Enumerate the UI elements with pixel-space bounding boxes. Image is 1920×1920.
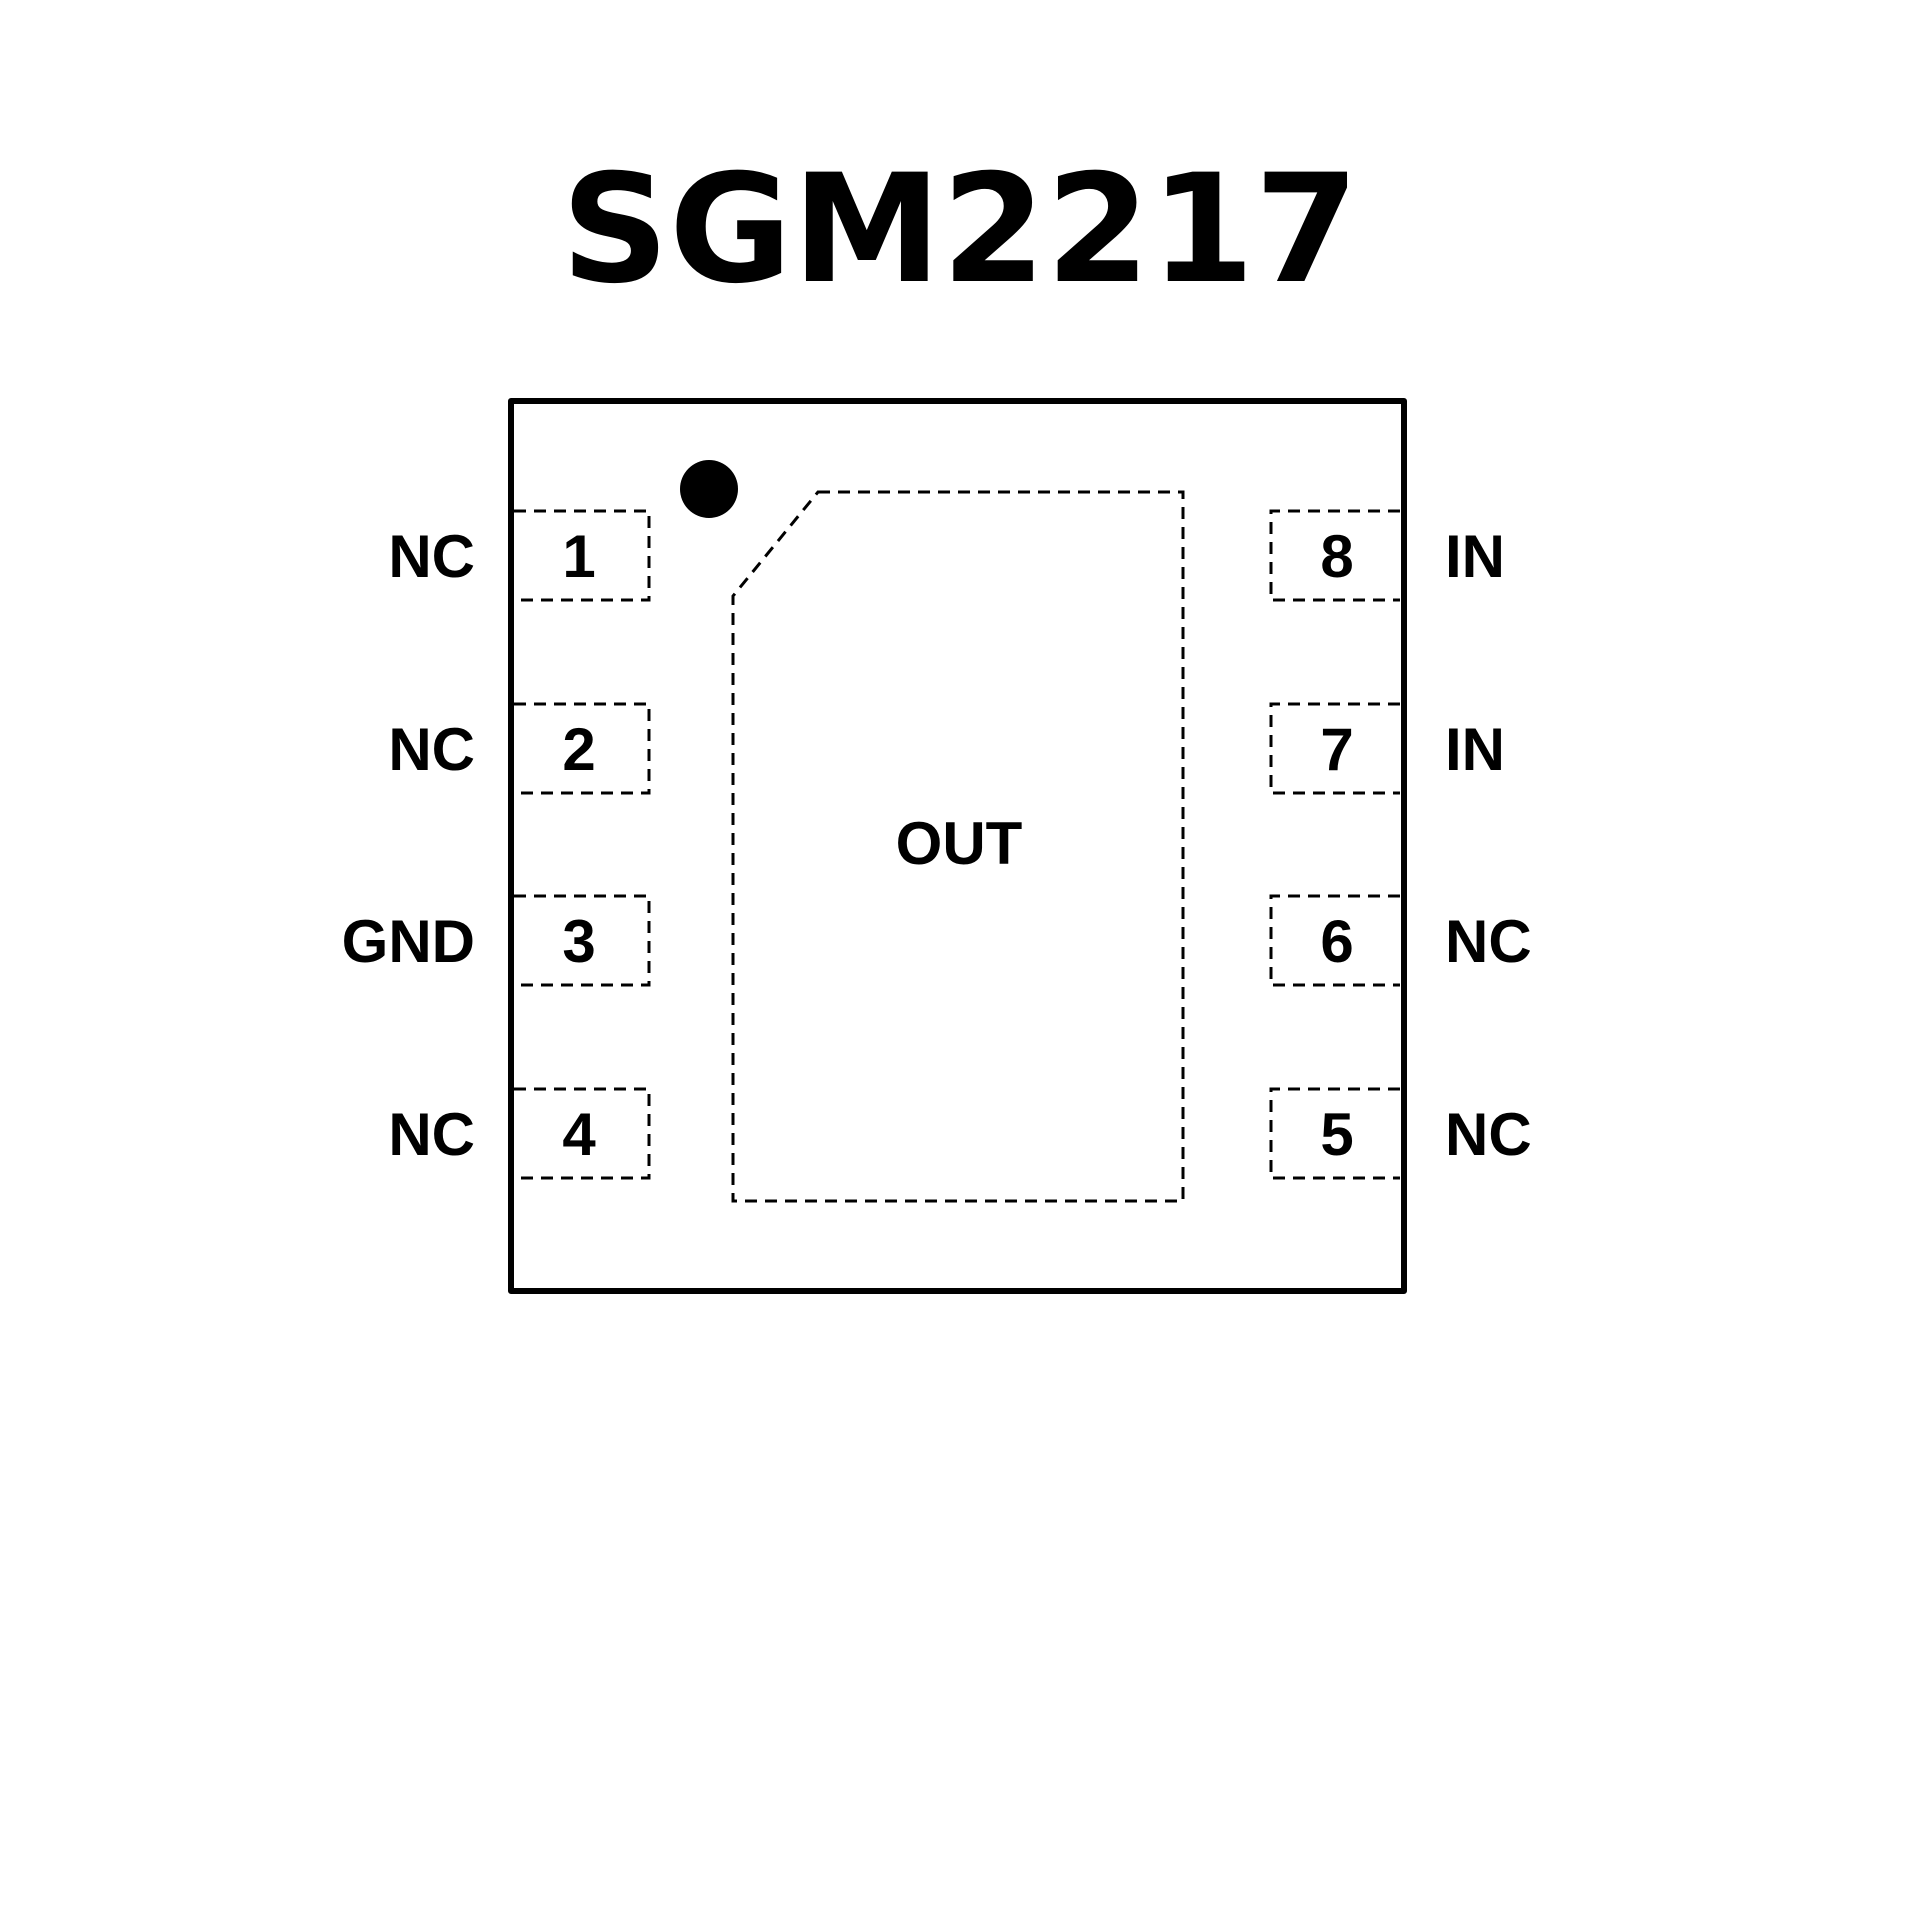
pin-pad xyxy=(1269,1087,1400,1180)
pin-7: 7 IN xyxy=(1269,702,1505,795)
pin-pad xyxy=(514,894,651,987)
pin-pad xyxy=(514,702,651,795)
pin-name: GND xyxy=(342,908,475,975)
pin-name: NC xyxy=(1445,908,1532,975)
pin-number: 3 xyxy=(562,908,595,975)
pin-3: 3 GND xyxy=(342,894,651,987)
pin-name: IN xyxy=(1445,716,1505,783)
pin-6: 6 NC xyxy=(1269,894,1532,987)
exposed-pad-label: OUT xyxy=(896,810,1023,877)
pin-pad xyxy=(514,509,651,602)
pin-name: NC xyxy=(1445,1101,1532,1168)
pin-number: 5 xyxy=(1320,1101,1353,1168)
pin-number: 8 xyxy=(1320,523,1353,590)
pin-name: NC xyxy=(388,1101,475,1168)
pin1-indicator-dot xyxy=(680,460,738,518)
exposed-pad xyxy=(731,490,1185,1203)
chip-title: SGM2217 xyxy=(561,143,1359,317)
package-outline xyxy=(508,398,1407,1294)
pin-name: NC xyxy=(388,523,475,590)
pin-name: NC xyxy=(388,716,475,783)
pin-number: 6 xyxy=(1320,908,1353,975)
pin-number: 7 xyxy=(1320,716,1353,783)
pin-pad xyxy=(1269,509,1400,602)
pin-number: 1 xyxy=(562,523,595,590)
pin-number: 4 xyxy=(562,1101,596,1168)
pin-2: 2 NC xyxy=(388,702,651,795)
pin-pad xyxy=(1269,894,1400,987)
pin-name: IN xyxy=(1445,523,1505,590)
pin-4: 4 NC xyxy=(388,1087,651,1180)
pin-pad xyxy=(514,1087,651,1180)
pin-number: 2 xyxy=(562,716,595,783)
pin-5: 5 NC xyxy=(1269,1087,1532,1180)
pin-8: 8 IN xyxy=(1269,509,1505,602)
pin-pad xyxy=(1269,702,1400,795)
pin-1: 1 NC xyxy=(388,509,651,602)
